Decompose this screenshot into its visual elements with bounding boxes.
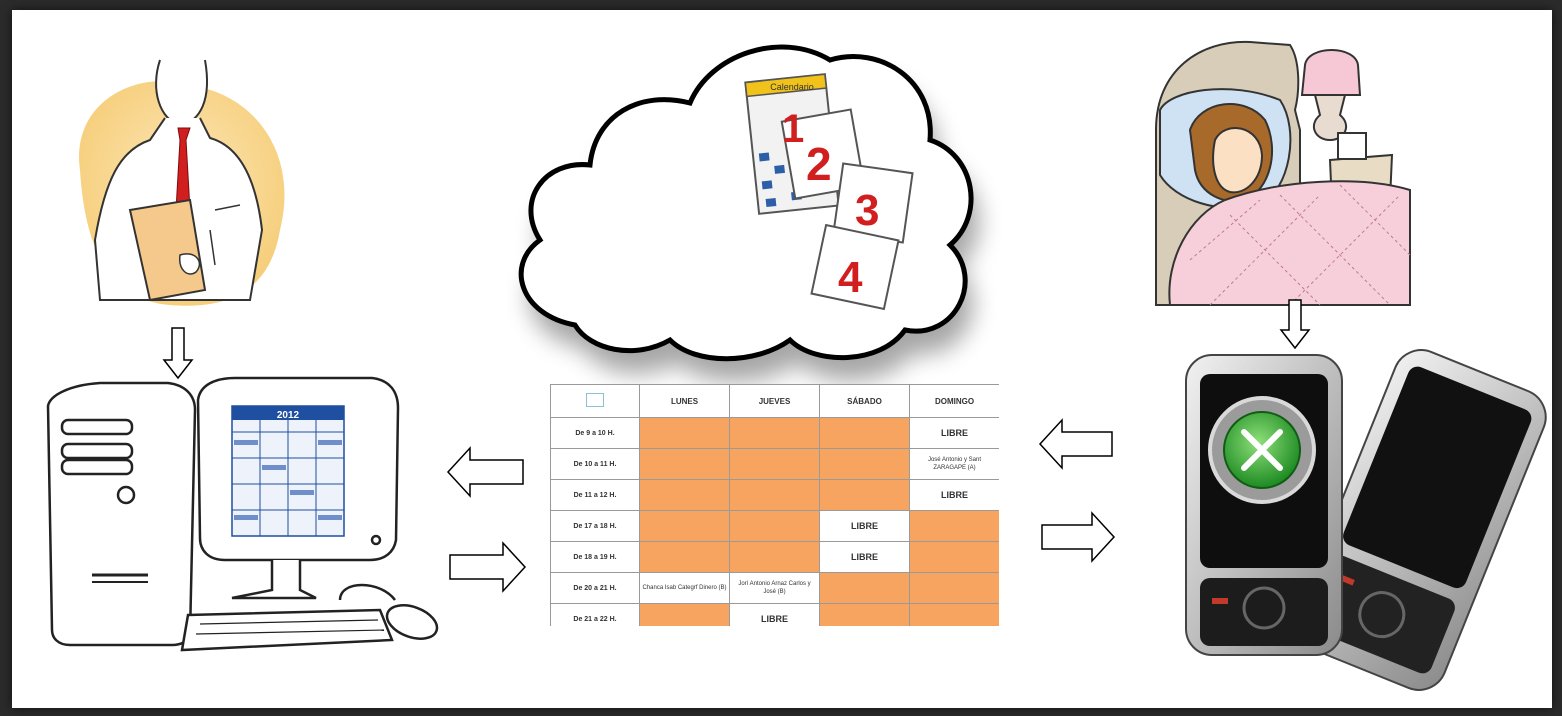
calendar-page-4: 4 [838, 253, 863, 302]
slot-cell [819, 572, 910, 604]
schedule-header-row: LUNES JUEVES SÁBADO DOMINGO [550, 384, 999, 418]
patient-in-bed-illustration [1155, 40, 1411, 306]
table-row: De 10 a 11 H. José Antonio y Sant ZARAGA… [550, 448, 999, 480]
calendar-page-1: 1 [782, 107, 804, 151]
slot-cell [639, 448, 730, 480]
schedule-table: LUNES JUEVES SÁBADO DOMINGO De 9 a 10 H.… [550, 384, 999, 626]
slot-cell [729, 479, 820, 511]
slot-cell: José Antonio y Sant ZARAGAPE (A) [909, 448, 999, 480]
calendar-pages-illustration [744, 73, 914, 311]
table-row: De 20 a 21 H. Chanca Isab Categrf Dinero… [550, 572, 999, 604]
slot-cell [729, 448, 820, 480]
table-row: De 9 a 10 H. LIBRE [550, 417, 999, 449]
slot-cell: LIBRE [729, 603, 820, 626]
down-arrow-doctor [162, 327, 194, 380]
slot-cell [729, 541, 820, 573]
time-cell: De 17 a 18 H. [550, 510, 640, 542]
smartphones-illustration [1185, 349, 1547, 691]
slot-cell [639, 479, 730, 511]
table-row: De 18 a 19 H. LIBRE [550, 541, 999, 573]
right-arrow-to-schedule [449, 541, 527, 593]
slot-cell [909, 510, 999, 542]
calendar-header: Calendario [770, 82, 814, 92]
slot-cell: Chanca Isab Categrf Dinero (B) [639, 572, 730, 604]
left-arrow-to-computer [446, 446, 524, 498]
header-sabado: SÁBADO [819, 384, 910, 418]
slot-cell [639, 510, 730, 542]
time-cell: De 20 a 21 H. [550, 572, 640, 604]
table-row: De 17 a 18 H. LIBRE [550, 510, 999, 542]
monitor-calendar-year: 2012 [277, 410, 300, 421]
calendar-page-3: 3 [855, 186, 879, 235]
slot-cell [819, 479, 910, 511]
slot-cell [639, 417, 730, 449]
slot-cell [639, 603, 730, 626]
time-cell: De 10 a 11 H. [550, 448, 640, 480]
slot-cell [729, 510, 820, 542]
table-row: De 21 a 22 H. LIBRE [550, 603, 999, 626]
time-cell: De 18 a 19 H. [550, 541, 640, 573]
slot-cell [909, 541, 999, 573]
slot-cell [729, 417, 820, 449]
right-arrow-to-phones [1041, 511, 1116, 563]
header-lunes: LUNES [639, 384, 730, 418]
header-jueves: JUEVES [729, 384, 820, 418]
slot-cell: LIBRE [909, 479, 999, 511]
time-cell: De 11 a 12 H. [550, 479, 640, 511]
slot-cell: LIBRE [819, 541, 910, 573]
calendar-page-2: 2 [806, 138, 832, 190]
slot-cell: LIBRE [819, 510, 910, 542]
slot-cell: LIBRE [909, 417, 999, 449]
slot-cell [639, 541, 730, 573]
slot-cell: Jorí Antonio Arnaz Carlos y José (B) [729, 572, 820, 604]
down-arrow-patient [1279, 299, 1311, 350]
slot-cell [909, 572, 999, 604]
table-row: De 11 a 12 H. LIBRE [550, 479, 999, 511]
schedule-corner-cell [550, 384, 640, 418]
calendar-icon [586, 393, 604, 407]
left-arrow-to-schedule [1038, 418, 1113, 470]
header-domingo: DOMINGO [909, 384, 999, 418]
slot-cell [819, 448, 910, 480]
slot-cell [819, 603, 910, 626]
computer-illustration [46, 376, 439, 652]
doctor-illustration [79, 59, 285, 306]
time-cell: De 9 a 10 H. [550, 417, 640, 449]
slot-cell [819, 417, 910, 449]
slot-cell [909, 603, 999, 626]
time-cell: De 21 a 22 H. [550, 603, 640, 626]
